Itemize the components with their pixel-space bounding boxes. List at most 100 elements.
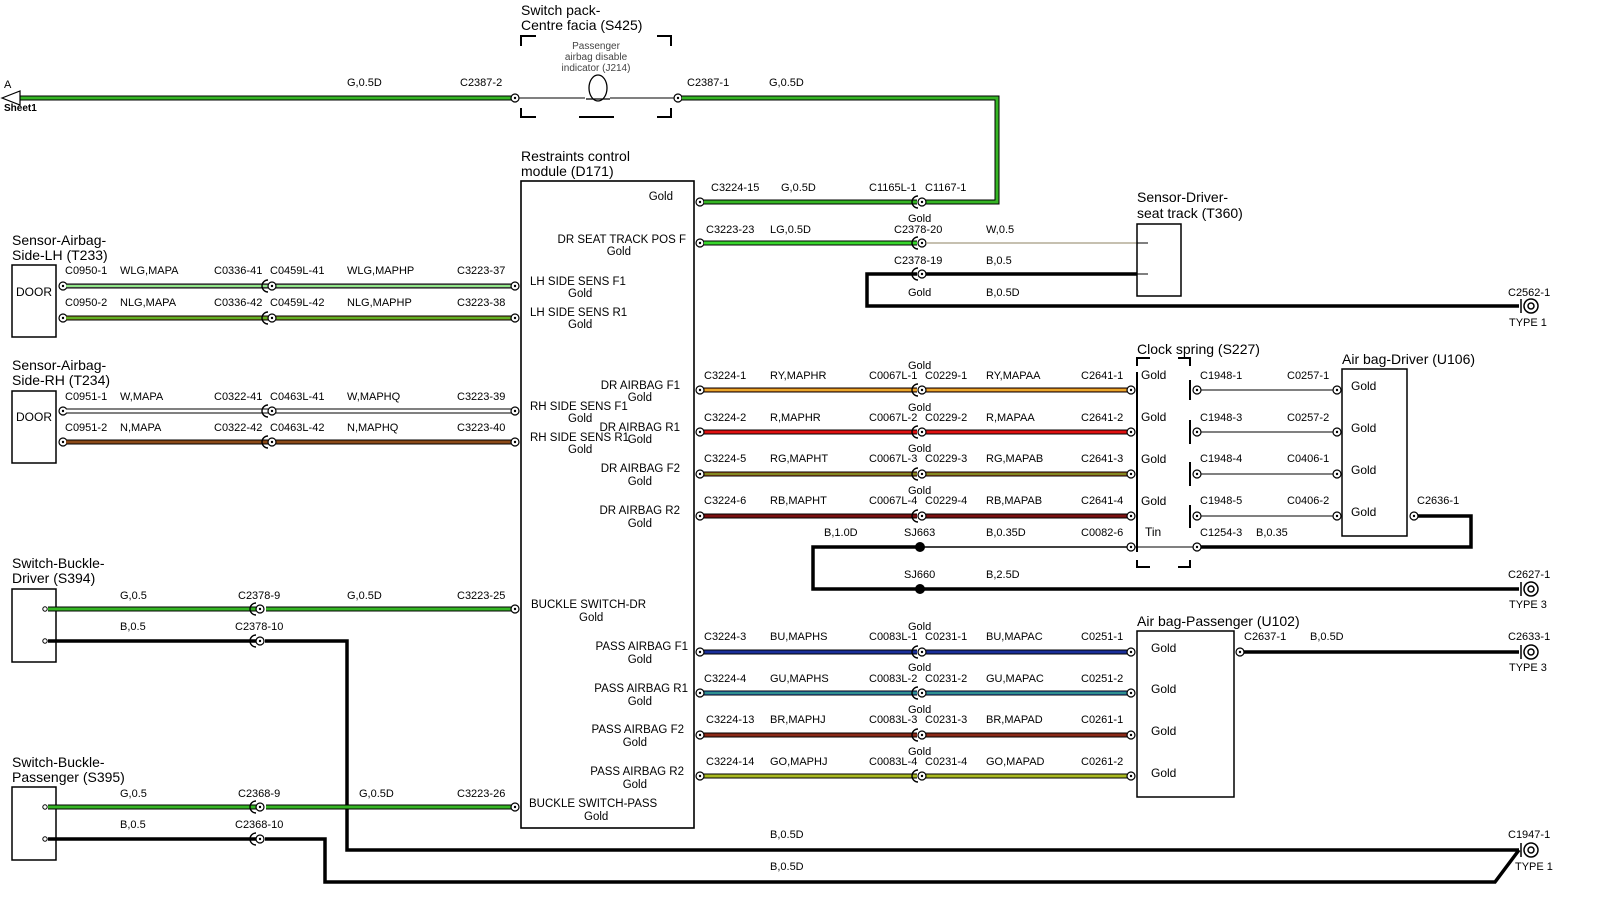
rcm-title-2: module (D171) xyxy=(521,163,614,179)
connector-label: C0231-4 xyxy=(925,756,968,768)
buckle-dr-title-1: Switch-Buckle- xyxy=(12,555,105,571)
wire-b-10d xyxy=(811,545,1519,591)
connector-label: C1948-5 xyxy=(1200,495,1243,507)
sheet-arrow-label: A xyxy=(4,79,12,91)
switch-pack-frame xyxy=(520,35,672,118)
connector-label: C2378-9 xyxy=(238,590,281,602)
terminal-label: Gold xyxy=(908,213,932,225)
connector-label: C1948-3 xyxy=(1200,412,1243,424)
wire-label: RG,MAPHT xyxy=(770,453,829,465)
wire-label: LG,0.5D xyxy=(770,224,811,236)
terminal-label: Gold xyxy=(908,360,932,372)
connector-label: C1948-4 xyxy=(1200,453,1243,465)
airbag-driver-pin: Gold xyxy=(1351,505,1377,519)
connector-label: C0251-1 xyxy=(1081,631,1124,643)
rcm-pin-sub: Gold xyxy=(568,319,593,331)
connector-label: C3224-2 xyxy=(704,412,747,424)
connector-label: C2641-2 xyxy=(1081,412,1124,424)
buckle-passenger-box xyxy=(11,786,57,861)
rcm-pin-label: DR AIRBAG F2 xyxy=(600,463,680,475)
seat-track-title-2: seat track (T360) xyxy=(1137,205,1243,221)
connector-label: C0950-1 xyxy=(65,265,108,277)
buckle-driver-box xyxy=(11,588,57,663)
rcm-pin-label: DR SEAT TRACK POS F xyxy=(557,234,686,246)
connector-label: C0950-2 xyxy=(65,297,108,309)
wire-label: B,0.5D xyxy=(986,287,1020,299)
wire-label: GO,MAPAD xyxy=(986,756,1045,768)
sensor-rh-title-1: Sensor-Airbag- xyxy=(12,357,107,373)
connector-label: C1254-3 xyxy=(1200,527,1243,539)
wire-label: G,0.5D xyxy=(359,788,394,800)
wire-label: W,MAPA xyxy=(120,391,164,403)
airbag-pass-pin: Gold xyxy=(1151,724,1177,738)
wire-label: RB,MAPHT xyxy=(770,495,827,507)
connector-label: C3224-5 xyxy=(704,453,747,465)
buckle-pass-title-2: Passenger (S395) xyxy=(12,769,125,785)
indicator-label-1: Passenger xyxy=(572,41,620,52)
connector-label: C2387-1 xyxy=(687,77,730,89)
terminal-label: Gold xyxy=(908,704,932,716)
wire-label: G,0.5D xyxy=(347,590,382,602)
rcm-pin-label: BUCKLE SWITCH-PASS xyxy=(529,798,658,810)
indicator-label-3: indicator (J214) xyxy=(561,63,631,74)
connector-label: C0231-3 xyxy=(925,714,968,726)
clock-spring-pin: Gold xyxy=(1141,368,1167,382)
passenger-airbag-indicator-icon xyxy=(586,74,610,102)
connector-label: C3223-25 xyxy=(457,590,506,602)
wire-label: WLG,MAPHP xyxy=(347,265,415,277)
wire-label: B,0.5 xyxy=(120,819,146,831)
seat-track-title-1: Sensor-Driver- xyxy=(1137,189,1229,205)
connector-label: C2378-10 xyxy=(235,621,284,633)
connector-label: C0406-2 xyxy=(1287,495,1330,507)
wire-label: B,0.35D xyxy=(986,527,1026,539)
connector-label: C0336-42 xyxy=(214,297,263,309)
rcm-pin-sub: Gold xyxy=(579,612,604,624)
wire-label: GU,MAPAC xyxy=(986,673,1044,685)
sensor-rh-door-label: DOOR xyxy=(16,410,52,424)
rcm-pin-label: LH SIDE SENS F1 xyxy=(530,276,626,288)
rcm-pin-label: DR AIRBAG F1 xyxy=(600,380,680,392)
clock-spring-outputs xyxy=(1200,389,1333,517)
rcm-pin-sub: Gold xyxy=(627,392,652,404)
sensor-rh-title-2: Side-RH (T234) xyxy=(12,372,111,388)
rcm-pin-sub: Gold xyxy=(622,779,647,791)
clock-spring-title: Clock spring (S227) xyxy=(1137,341,1260,357)
rcm-pin-label: DR AIRBAG R2 xyxy=(599,505,680,517)
connector-label: C3223-38 xyxy=(457,297,506,309)
wire-label: GO,MAPHJ xyxy=(770,756,828,768)
buckle-pass-title-1: Switch-Buckle- xyxy=(12,754,105,770)
wire-label: G,0.5 xyxy=(120,788,147,800)
connector-label: C0083L-4 xyxy=(869,756,918,768)
connector-label: C0231-1 xyxy=(925,631,968,643)
connector-label: C2368-10 xyxy=(235,819,284,831)
connector-label: C0463L-42 xyxy=(270,422,325,434)
wire-label: RB,MAPAB xyxy=(986,495,1043,507)
wire-label: G,0.5D xyxy=(347,77,382,89)
rcm-pin-sub: Gold xyxy=(627,476,652,488)
wire-label: RY,MAPHR xyxy=(770,370,827,382)
rcm-pin-label: PASS AIRBAG R2 xyxy=(590,766,684,778)
splice-label: SJ660 xyxy=(904,569,936,581)
connector-label: C2641-3 xyxy=(1081,453,1124,465)
passenger-airbag-box xyxy=(1136,630,1235,798)
splice-sj663 xyxy=(915,542,925,552)
connector-label: C2387-2 xyxy=(460,77,503,89)
terminal-label: Gold xyxy=(908,402,932,414)
terminal-label: Gold xyxy=(908,621,932,633)
ground-type-label: TYPE 1 xyxy=(1515,861,1553,873)
connector-label: C0322-42 xyxy=(214,422,263,434)
connector-label: C0459L-42 xyxy=(270,297,325,309)
connector-label: C0261-2 xyxy=(1081,756,1124,768)
wire-label: B,0.5 xyxy=(986,255,1012,267)
clock-spring-pin: Gold xyxy=(1141,410,1167,424)
sheet-label: Sheet1 xyxy=(4,103,37,114)
rcm-pin-sub: Gold xyxy=(568,444,593,456)
wire-label: BU,MAPAC xyxy=(986,631,1043,643)
rcm-pin-sub: Gold xyxy=(627,696,652,708)
rcm-title-1: Restraints control xyxy=(521,148,630,164)
wire-label: NLG,MAPHP xyxy=(347,297,412,309)
terminal-label: Gold xyxy=(908,746,932,758)
wire-label: W,0.5 xyxy=(986,224,1015,236)
connector-label: C3223-23 xyxy=(706,224,755,236)
rcm-pin-sub: Gold xyxy=(627,434,652,446)
